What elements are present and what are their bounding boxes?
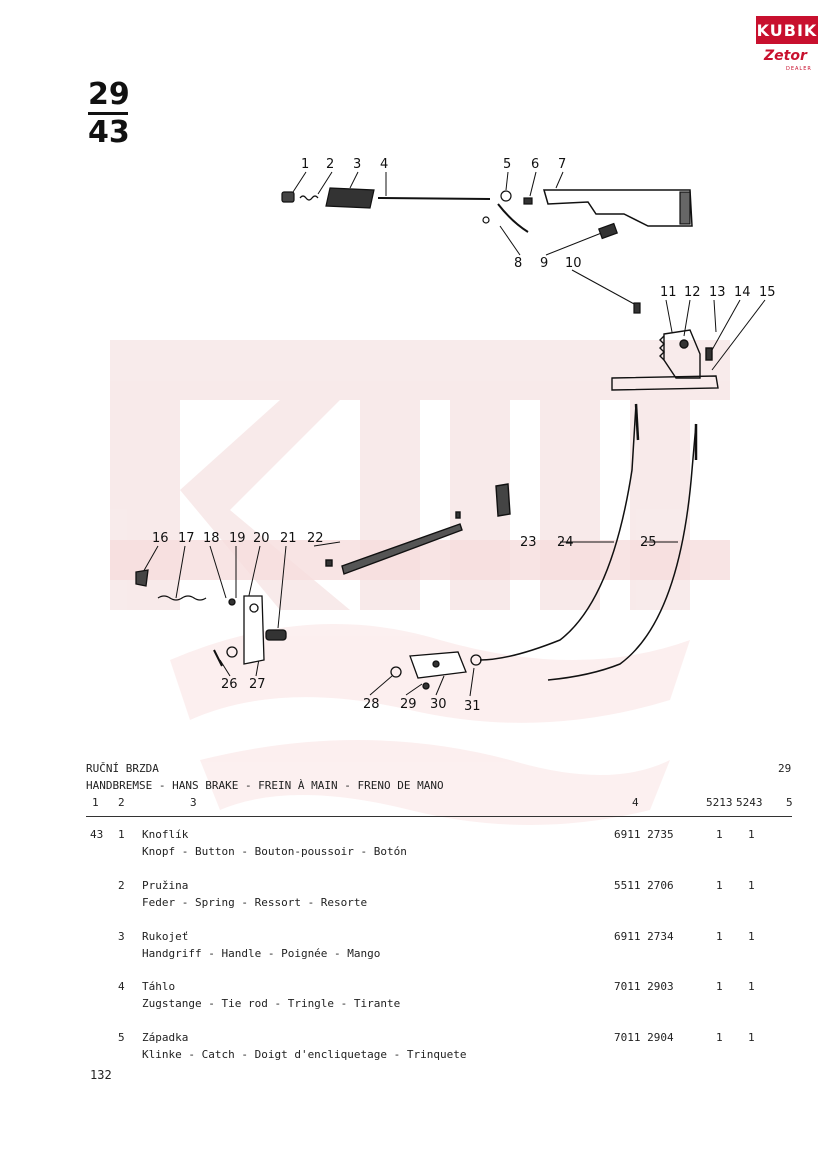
- callout-29: 29: [400, 697, 417, 712]
- rod-assembly: [325, 483, 511, 575]
- footer-page-number: 132: [90, 1068, 112, 1082]
- row-part-no: 5511 2706: [614, 879, 674, 892]
- row-qty-5213: 1: [716, 1031, 723, 1044]
- parts-diagram: 1 2 3 4 5 6 7 8 9 10 11 12 13 14 15 16 1…: [135, 157, 776, 714]
- callout-31: 31: [464, 699, 481, 714]
- callout-8: 8: [514, 256, 522, 271]
- callout-2: 2: [326, 157, 334, 172]
- table-title-right: 29: [778, 762, 792, 775]
- callout-1: 1: [301, 157, 309, 172]
- row-part-no: 6911 2735: [614, 828, 674, 841]
- row-qty-5243: 1: [748, 828, 755, 841]
- row-pos: 2: [118, 879, 125, 892]
- callout-17: 17: [178, 531, 195, 546]
- callout-9: 9: [540, 256, 548, 271]
- callout-6: 6: [531, 157, 539, 172]
- row-name: Pružina: [142, 879, 189, 892]
- callout-15: 15: [759, 285, 776, 300]
- col-2-header: 2: [118, 796, 125, 809]
- upper-handle-assembly: [281, 187, 693, 314]
- col-4-header: 4: [632, 796, 639, 809]
- row-pos: 5: [118, 1031, 125, 1044]
- row-qty-5243: 1: [748, 879, 755, 892]
- row-qty-5213: 1: [716, 980, 723, 993]
- table-row: 43 1 Knoflík Knopf - Button - Bouton-pou…: [86, 828, 792, 868]
- callout-28: 28: [363, 697, 380, 712]
- row-part-no: 7011 2903: [614, 980, 674, 993]
- row-translations: Klinke - Catch - Doigt d'encliquetage - …: [142, 1048, 467, 1061]
- callout-11: 11: [660, 285, 677, 300]
- row-name: Západka: [142, 1031, 189, 1044]
- row-qty-5213: 1: [716, 828, 723, 841]
- callout-5: 5: [503, 157, 511, 172]
- table-row: 3 Rukojeť Handgriff - Handle - Poignée -…: [86, 930, 792, 970]
- table-subtitle: HANDBREMSE - HANS BRAKE - FREIN À MAIN -…: [86, 779, 444, 792]
- callout-3: 3: [353, 157, 361, 172]
- callout-21: 21: [280, 531, 297, 546]
- row-name: Knoflík: [142, 828, 189, 841]
- header-rule: [86, 816, 792, 817]
- logo-dealer: DEALER: [786, 66, 812, 72]
- row-group: 43: [90, 828, 104, 841]
- logo-brand: KUBIK: [756, 16, 818, 44]
- callout-labels: 1 2 3 4 5 6 7 8 9 10 11 12 13 14 15 16 1…: [152, 157, 776, 714]
- row-qty-5243: 1: [748, 930, 755, 943]
- callout-7: 7: [558, 157, 566, 172]
- callout-23: 23: [520, 535, 537, 550]
- callout-20: 20: [253, 531, 270, 546]
- row-part-no: 6911 2734: [614, 930, 674, 943]
- logo-sub: Zetor: [764, 48, 807, 64]
- brake-cables: [479, 403, 698, 681]
- table-row: 4 Táhlo Zugstange - Tie rod - Tringle - …: [86, 980, 792, 1020]
- callout-18: 18: [203, 531, 220, 546]
- row-pos: 4: [118, 980, 125, 993]
- row-translations: Zugstange - Tie rod - Tringle - Tirante: [142, 997, 401, 1010]
- fraction-bar: [88, 112, 128, 115]
- callout-16: 16: [152, 531, 169, 546]
- row-pos: 3: [118, 930, 125, 943]
- row-qty-5243: 1: [748, 980, 755, 993]
- callout-14: 14: [734, 285, 751, 300]
- page-number-bottom: 43: [88, 115, 130, 150]
- row-part-no: 7011 2904: [614, 1031, 674, 1044]
- callout-27: 27: [249, 677, 266, 692]
- table-row: 2 Pružina Feder - Spring - Ressort - Res…: [86, 879, 792, 919]
- row-name: Rukojeť: [142, 930, 189, 943]
- col-6-header: 5243: [736, 796, 763, 809]
- row-translations: Knopf - Button - Bouton-poussoir - Botón: [142, 845, 407, 858]
- row-qty-5213: 1: [716, 930, 723, 943]
- callout-4: 4: [380, 157, 388, 172]
- page-number-top: 29: [88, 77, 130, 112]
- ratchet-bracket: [611, 329, 719, 391]
- col-1-header: 1: [92, 796, 99, 809]
- row-name: Táhlo: [142, 980, 176, 993]
- col-3-header: 3: [190, 796, 197, 809]
- row-translations: Feder - Spring - Ressort - Resorte: [142, 896, 368, 909]
- callout-13: 13: [709, 285, 726, 300]
- table-title: RUČNÍ BRZDA: [86, 762, 159, 775]
- lower-lever-assembly: [135, 569, 287, 667]
- kubik-zetor-logo: KUBIK Zetor DEALER: [756, 16, 818, 72]
- row-pos: 1: [118, 828, 125, 841]
- leader-lines: [141, 171, 766, 697]
- callout-10: 10: [565, 256, 582, 271]
- callout-22: 22: [307, 531, 324, 546]
- lower-bracket-assembly: [390, 651, 482, 690]
- callout-26: 26: [221, 677, 238, 692]
- callout-30: 30: [430, 697, 447, 712]
- callout-19: 19: [229, 531, 246, 546]
- row-translations: Handgriff - Handle - Poignée - Mango: [142, 947, 381, 960]
- col-7-header: 5: [786, 796, 793, 809]
- table-row: 5 Západka Klinke - Catch - Doigt d'encli…: [86, 1031, 792, 1071]
- row-qty-5243: 1: [748, 1031, 755, 1044]
- row-qty-5213: 1: [716, 879, 723, 892]
- callout-12: 12: [684, 285, 701, 300]
- page-number: 29 43: [88, 77, 130, 150]
- col-5-header: 5213: [706, 796, 733, 809]
